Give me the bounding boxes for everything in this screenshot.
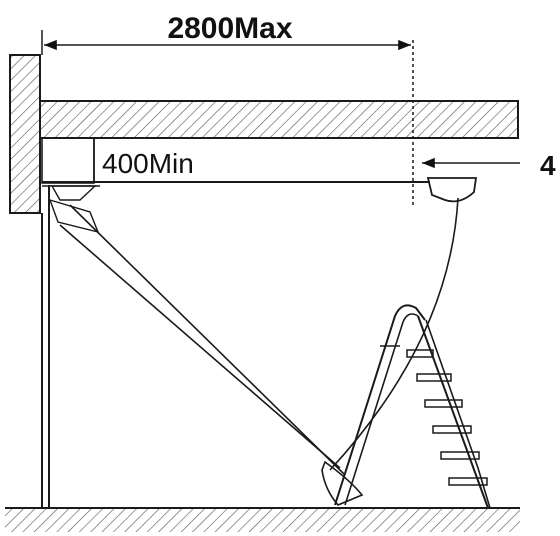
front-bar <box>426 177 478 203</box>
awning-fabric-curve <box>329 197 459 471</box>
cassette-box <box>41 137 95 184</box>
ladder <box>334 304 491 509</box>
dimension-overhang: 2800Max <box>41 12 411 55</box>
overhang-max-label: 2800Max <box>167 12 292 45</box>
dimension-clearance: 400Min <box>102 148 194 179</box>
ladder-steps <box>406 349 488 486</box>
post <box>41 185 50 508</box>
side-callout-label: 4 <box>540 150 556 181</box>
roof-slab <box>39 100 519 139</box>
ground <box>5 507 520 532</box>
awning-rail <box>42 181 430 201</box>
support-arm <box>48 198 364 506</box>
wall <box>9 54 41 214</box>
clearance-min-label: 400Min <box>102 148 194 179</box>
side-callout: 4 <box>422 150 556 181</box>
